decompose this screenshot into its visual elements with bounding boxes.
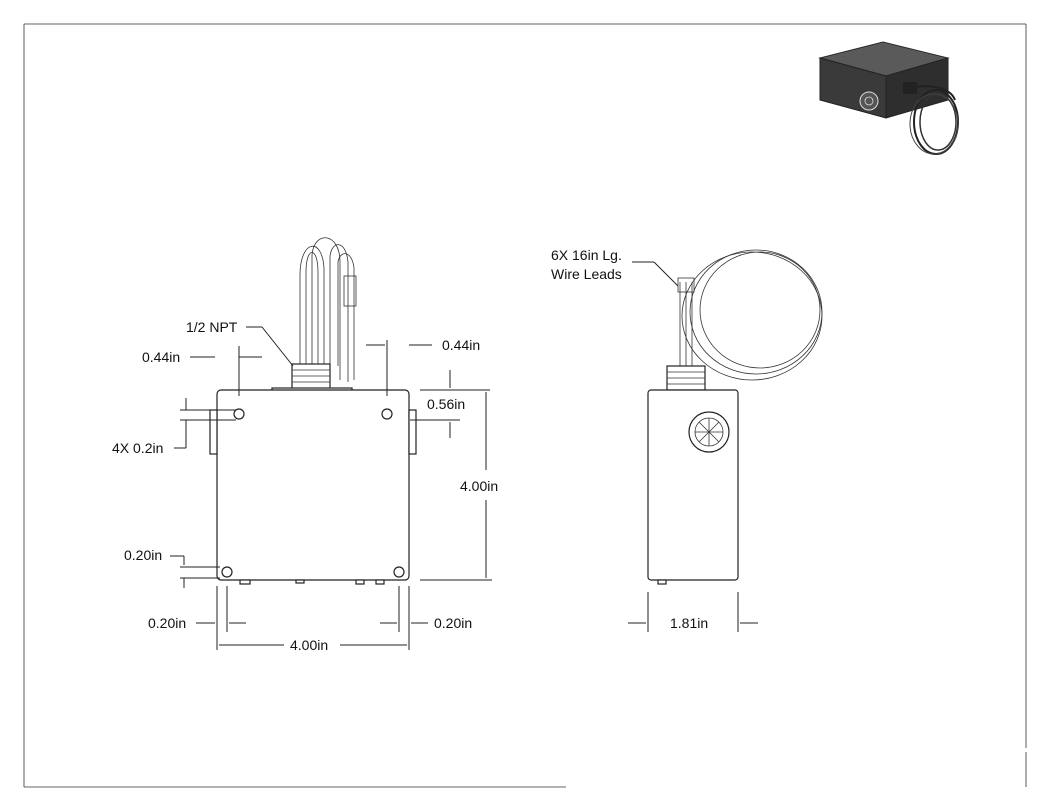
bottom-left-v-dim: 0.20in xyxy=(124,547,162,563)
bottom-right-h-dim: 0.20in xyxy=(434,615,472,631)
npt-label: 1/2 NPT xyxy=(186,319,238,335)
front-dimensions xyxy=(170,326,492,650)
holes-dim: 4X 0.2in xyxy=(112,440,163,456)
depth-dim: 1.81in xyxy=(670,615,708,631)
height-dim: 4.00in xyxy=(460,478,498,494)
bottom-left-h-dim: 0.20in xyxy=(148,615,186,631)
top-right-dim: 0.44in xyxy=(442,337,480,353)
top-left-dim: 0.44in xyxy=(142,349,180,365)
side-view xyxy=(647,249,823,585)
sheet-border xyxy=(23,23,1027,788)
leads-label-line2: Wire Leads xyxy=(551,266,622,282)
product-photo-icon xyxy=(818,41,959,155)
front-view xyxy=(209,237,417,585)
side-dimensions xyxy=(628,261,758,632)
leads-label-line1: 6X 16in Lg. xyxy=(551,247,622,263)
knockout-icon xyxy=(688,411,730,453)
width-dim: 4.00in xyxy=(290,637,328,653)
hole-offset-dim: 0.56in xyxy=(427,396,465,412)
